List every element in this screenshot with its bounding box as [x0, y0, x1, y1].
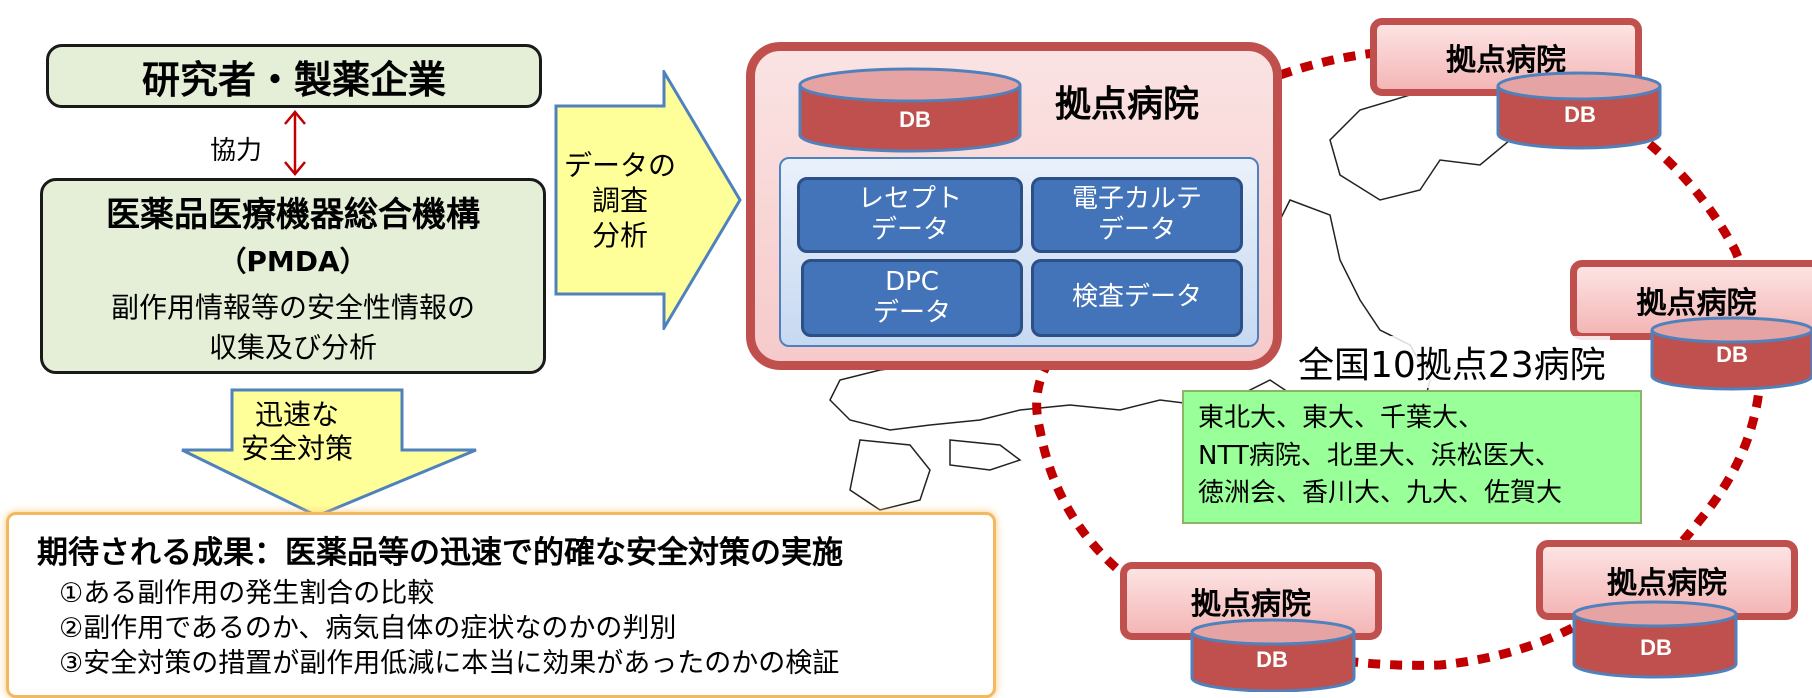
cooperation-label: 協力	[210, 136, 263, 166]
hub-hospital-box: 拠点病院 DB レセプト データ 電子カルテ データ DPC データ 検査データ	[746, 42, 1282, 370]
hospital-right-label: 拠点病院	[1636, 286, 1757, 321]
expected-results-box: 期待される成果：医薬品等の迅速で的確な安全対策の実施 ①ある副作用の発生割合の比…	[6, 512, 996, 698]
member-line-3: 徳洲会、香川大、九大、佐賀大	[1198, 478, 1563, 509]
hospital-top-label: 拠点病院	[1446, 43, 1566, 78]
researchers-box: 研究者・製薬企業	[46, 44, 542, 108]
emr-data-cell: 電子カルテ データ	[1031, 177, 1243, 253]
data-analysis-line-2: 調査	[591, 183, 648, 217]
network-caption: 全国10拠点23病院	[1294, 336, 1610, 388]
results-item-3: ③安全対策の措置が副作用低減に本当に効果があったのかの検証	[59, 648, 840, 680]
cooperation-arrow	[284, 110, 306, 176]
hospital-right-db-icon	[1650, 316, 1812, 391]
results-item-1: ①ある副作用の発生割合の比較	[59, 578, 435, 609]
pmda-abbr: （PMDA）	[218, 244, 368, 278]
dpc-data-cell: DPC データ	[801, 259, 1023, 337]
hospital-bottom-left-db-icon	[1190, 618, 1356, 692]
hub-title: 拠点病院	[1055, 84, 1200, 125]
data-analysis-line-1: データの	[563, 148, 676, 182]
data-analysis-line-3: 分析	[591, 218, 648, 252]
hospital-right-db-label: DB	[1716, 342, 1748, 367]
member-hospitals-box: 東北大、東大、千葉大、 NTT病院、北里大、浜松医大、 徳洲会、香川大、九大、佐…	[1182, 390, 1642, 524]
hospital-bottom-left-db-label: DB	[1256, 647, 1288, 672]
hospital-bottom-right-label: 拠点病院	[1607, 566, 1727, 601]
data-analysis-text: データの 調査 分析	[560, 135, 680, 265]
results-heading: 期待される成果：医薬品等の迅速で的確な安全対策の実施	[37, 535, 843, 571]
hub-db-icon	[798, 67, 1022, 153]
hospital-bottom-right-db-icon	[1572, 600, 1738, 679]
lab-data-cell: 検査データ	[1031, 259, 1243, 337]
hospital-top-db-label: DB	[1564, 102, 1596, 127]
pmda-box: 医薬品医療機器総合機構 （PMDA） 副作用情報等の安全性情報の 収集及び分析	[40, 178, 546, 374]
hub-data-panel: レセプト データ 電子カルテ データ DPC データ 検査データ	[779, 157, 1259, 347]
receipt-data-cell: レセプト データ	[797, 177, 1023, 253]
pmda-title: 医薬品医療機器総合機構	[106, 194, 480, 235]
pmda-desc-2: 収集及び分析	[208, 330, 377, 364]
pmda-desc-1: 副作用情報等の安全性情報の	[110, 290, 475, 324]
safety-measure-arrow	[181, 388, 477, 518]
hub-db-label: DB	[899, 107, 931, 132]
hospital-bottom-left-label: 拠点病院	[1191, 587, 1311, 622]
researchers-label: 研究者・製薬企業	[141, 57, 446, 102]
results-item-2: ②副作用であるのか、病気自体の症状なのかの判別	[59, 613, 677, 645]
member-line-2: NTT病院、北里大、浜松医大、	[1198, 440, 1561, 471]
data-analysis-arrow	[554, 70, 742, 330]
safety-measure-text: 迅速な 安全対策	[212, 392, 382, 472]
safety-measure-line-2: 安全対策	[240, 432, 353, 465]
member-line-1: 東北大、東大、千葉大、	[1198, 403, 1485, 433]
hospital-bottom-right-db-label: DB	[1640, 635, 1672, 660]
hospital-top-db-icon	[1496, 71, 1662, 150]
safety-measure-line-1: 迅速な	[254, 398, 339, 432]
